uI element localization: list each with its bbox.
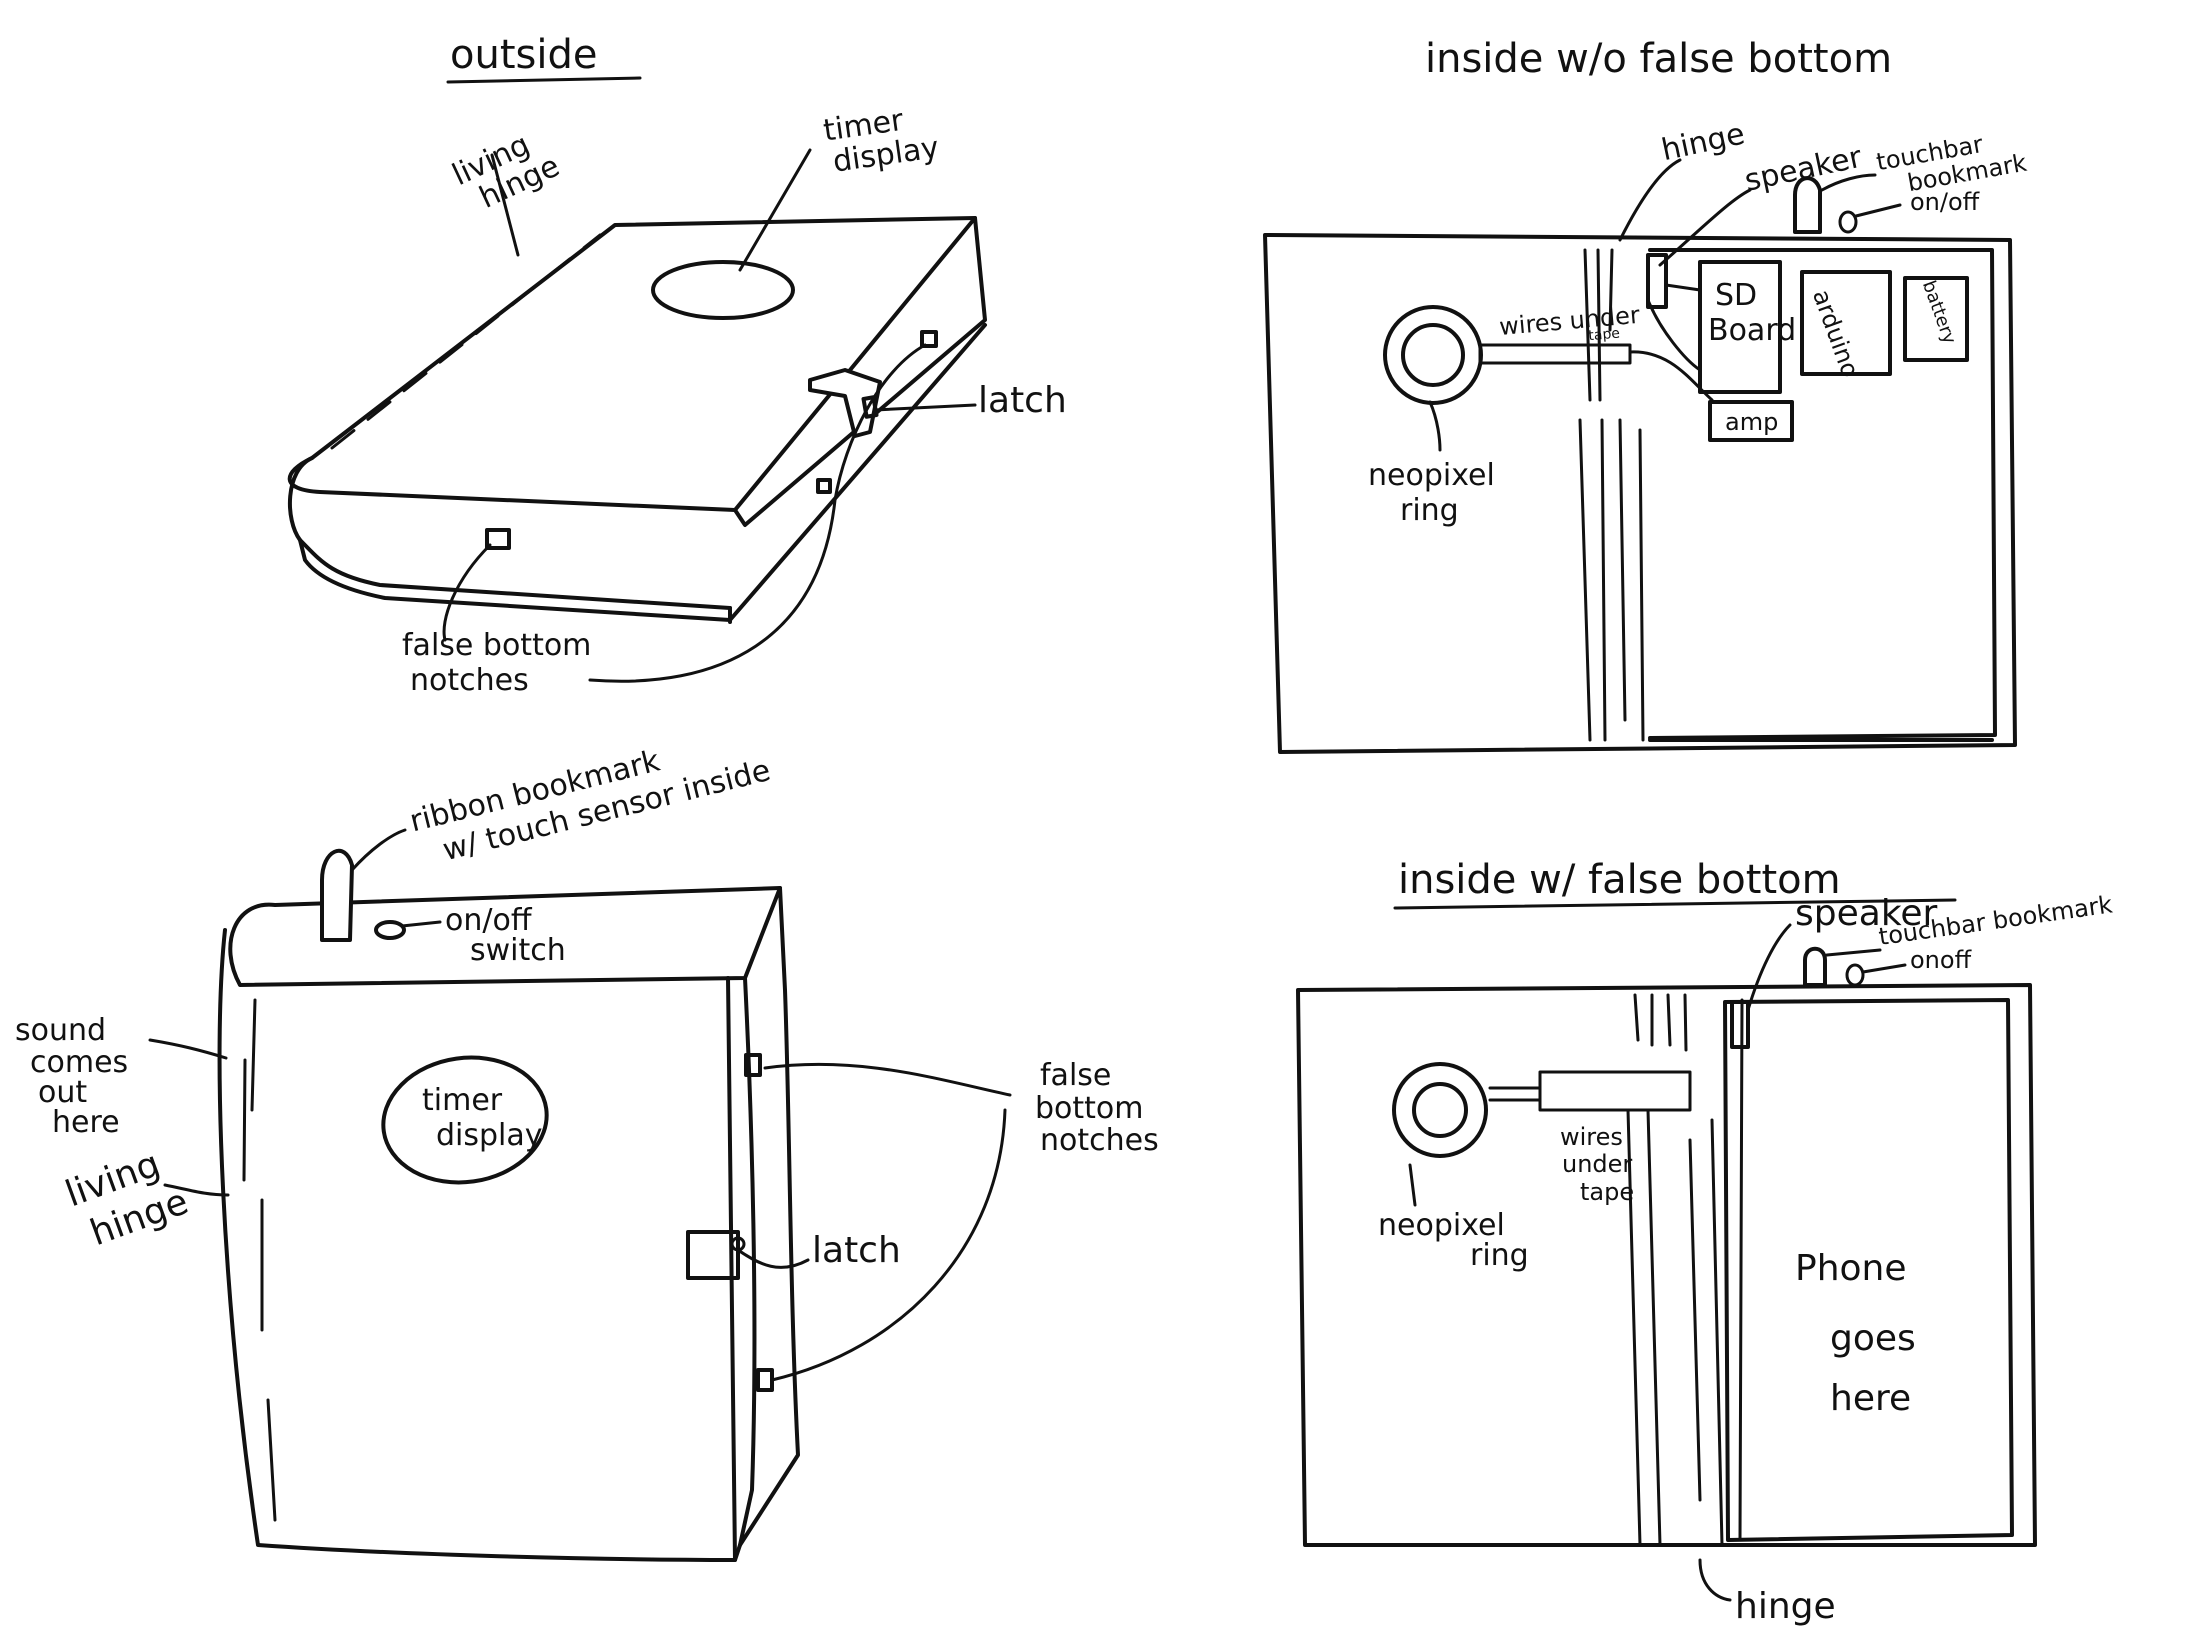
leader-bookmark: [1827, 950, 1880, 955]
hinge-line: [1685, 995, 1686, 1050]
label-neopixel-2: ring: [1400, 493, 1459, 528]
hinge-line: [1602, 420, 1605, 740]
label-neopixel-2: ring: [1470, 1238, 1529, 1273]
label-timer-2: display: [436, 1118, 543, 1153]
leader-onoff: [1863, 965, 1905, 972]
leader-notches: [765, 1064, 1010, 1095]
label-sound-4: here: [52, 1105, 120, 1140]
panel-title-inside-no-fb: inside w/o false bottom: [1425, 36, 1892, 82]
leader-switch: [402, 922, 440, 926]
leader-speaker: [1660, 190, 1750, 265]
book-cover-outline: [290, 218, 975, 510]
label-switch-2: switch: [470, 933, 566, 968]
label-phone-3: here: [1830, 1378, 1911, 1419]
wires-under-tape: [1480, 345, 1630, 363]
hinge-line: [1640, 430, 1643, 740]
label-onoff: onoff: [1910, 946, 1972, 974]
leader-sound: [150, 1040, 226, 1058]
touchbar-bookmark: [1805, 949, 1825, 985]
label-wires-2: tape: [1588, 326, 1621, 345]
panel-title-inside-fb: inside w/ false bottom: [1398, 857, 1841, 903]
open-book-frame: [1298, 985, 2035, 1545]
neopixel-ring-inner: [1403, 325, 1463, 385]
label-wires-3: tape: [1580, 1178, 1634, 1206]
book-pages-lower: [300, 325, 985, 620]
on-off-switch: [376, 922, 404, 938]
leader-neopixel: [1430, 402, 1440, 450]
hinge-line: [1635, 995, 1638, 1040]
false-bottom-notch: [758, 1370, 772, 1390]
panel-inside-false-bottom: inside w/ false bottom: [1298, 857, 2114, 1627]
hinge-line: [1712, 1120, 1722, 1545]
wires-under-tape: [1540, 1072, 1690, 1110]
leader-hinge: [1620, 160, 1680, 240]
label-wires-2: under: [1562, 1150, 1632, 1178]
label-notches-3: notches: [1040, 1123, 1159, 1158]
wire: [1666, 285, 1700, 290]
label-battery: battery: [1918, 278, 1960, 347]
label-hinge: hinge: [1735, 1586, 1836, 1627]
neopixel-ring-outer: [1394, 1064, 1486, 1156]
false-bottom-notch: [818, 480, 830, 492]
panel-inside-no-false-bottom: inside w/o false bottom: [1265, 36, 2029, 752]
book-right-edge: [735, 218, 985, 525]
ribbon-bookmark: [322, 851, 352, 940]
label-latch: latch: [978, 380, 1067, 421]
label-wires-1: wires: [1560, 1123, 1623, 1151]
hinge-line: [1668, 995, 1670, 1045]
label-latch: latch: [812, 1230, 901, 1271]
leader-speaker: [1748, 925, 1790, 1010]
label-phone-1: Phone: [1795, 1248, 1907, 1289]
label-timer-1: timer: [422, 1083, 503, 1118]
timer-display-oval: [653, 262, 793, 318]
label-sound-1: sound: [15, 1013, 106, 1048]
leader-latch: [738, 1250, 808, 1267]
leader-hinge: [1700, 1560, 1730, 1600]
label-neopixel-1: neopixel: [1368, 458, 1495, 493]
hinge-line: [1648, 1110, 1660, 1545]
label-hinge: hinge: [1659, 117, 1748, 169]
label-notches-2: bottom: [1035, 1091, 1144, 1126]
leader-onoff: [1856, 205, 1900, 216]
wire: [1648, 300, 1700, 370]
living-hinge-line: [268, 1400, 275, 1520]
panel-outside: outside living hinge timer display: [290, 32, 1067, 698]
hinge-line: [1690, 1140, 1700, 1500]
title-underline: [448, 78, 640, 82]
speaker: [1732, 1002, 1748, 1047]
label-sd-2: Board: [1708, 313, 1796, 348]
label-sd-1: SD: [1715, 278, 1757, 313]
label-notches-2: notches: [410, 663, 529, 698]
label-notches-1: false: [1040, 1058, 1111, 1093]
leader-timer-display: [740, 150, 810, 270]
panel-front: ribbon bookmark w/ touch sensor inside o…: [15, 718, 1159, 1560]
label-phone-2: goes: [1830, 1318, 1916, 1359]
label-arduino: arduino: [1807, 286, 1864, 381]
neopixel-ring-outer: [1385, 307, 1481, 403]
tray-inner-edge: [1740, 1000, 1742, 1540]
neopixel-ring-inner: [1414, 1084, 1466, 1136]
hinge-line: [1580, 420, 1590, 740]
living-hinge-line: [244, 1060, 245, 1180]
hinge-line: [1620, 420, 1625, 720]
label-amp: amp: [1725, 408, 1778, 436]
panel-title-outside: outside: [450, 32, 597, 78]
leader-neopixel: [1410, 1165, 1415, 1205]
leader-ribbon: [352, 830, 405, 870]
label-notches-1: false bottom: [402, 628, 591, 663]
living-hinge-line: [252, 1000, 255, 1110]
on-off-switch: [1847, 965, 1863, 985]
on-off-switch: [1840, 212, 1856, 232]
label-onoff: on/off: [1910, 188, 1980, 216]
book-front-face: [220, 930, 735, 1560]
leader-latch: [875, 405, 975, 410]
